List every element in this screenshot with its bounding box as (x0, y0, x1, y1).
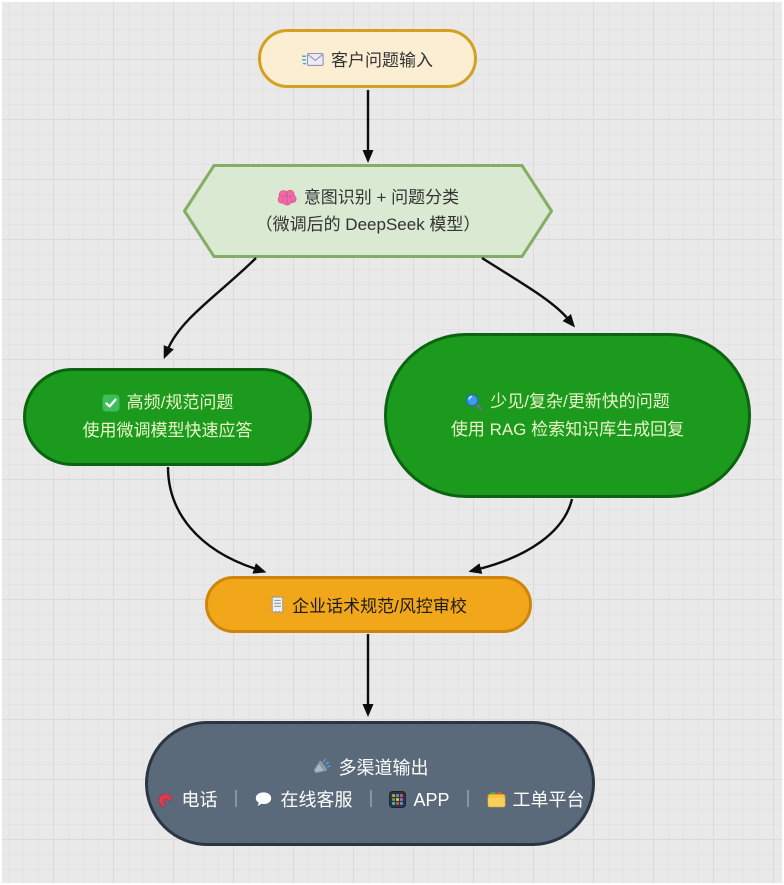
speech-bubble-icon (254, 791, 273, 808)
node-rag-line1: 少见/复杂/更新快的问题 (490, 391, 670, 411)
node-high-freq-answer[interactable]: 高频/规范问题 使用微调模型快速应答 (23, 368, 312, 466)
channel-ticket-platform-label: 工单平台 (512, 789, 585, 810)
arrow-intent-to-highfreq (163, 257, 257, 360)
channel-separator: ｜ (459, 789, 477, 809)
node-rag-line2: 使用 RAG 检索知识库生成回复 (450, 419, 685, 439)
channel-separator: ｜ (362, 789, 380, 809)
node-review[interactable]: 企业话术规范/风控审校 (205, 576, 532, 633)
channel-phone-label: 电话 (181, 789, 218, 810)
channel-phone: 电话 (155, 784, 217, 816)
node-intent-classify[interactable]: 意图识别 + 问题分类 （微调后的 DeepSeek 模型） (183, 164, 553, 258)
brain-icon (277, 189, 297, 207)
channel-online-service: 在线客服 (254, 784, 352, 816)
folder-tabs-icon (487, 791, 506, 808)
node-rag-answer[interactable]: 少见/复杂/更新快的问题 使用 RAG 检索知识库生成回复 (384, 333, 751, 498)
magnifier-icon (465, 393, 483, 411)
node-intent-line1: 意图识别 + 问题分类 (303, 188, 460, 207)
channel-online-service-label: 在线客服 (280, 789, 353, 810)
hexagon-shape (183, 164, 553, 258)
loudspeaker-icon (312, 757, 332, 778)
phone-receiver-icon (155, 790, 174, 809)
channel-app-label: APP (413, 789, 450, 810)
app-grid-icon (389, 791, 407, 808)
output-channels: 电话 ｜ 在线客服 ｜ (155, 784, 585, 816)
node-review-label: 企业话术规范/风控审校 (292, 597, 467, 616)
check-mark-icon (102, 394, 120, 412)
node-output-title: 多渠道输出 (338, 757, 429, 778)
arrow-intent-to-rag (481, 256, 576, 328)
channel-app: APP (389, 784, 450, 816)
node-high-freq-line2: 使用微调模型快速应答 (82, 421, 253, 440)
arrow-rag-to-review (468, 498, 574, 574)
incoming-envelope-icon (302, 51, 324, 67)
node-intent-line2: （微调后的 DeepSeek 模型） (255, 215, 481, 234)
channel-ticket-platform: 工单平台 (487, 784, 585, 816)
channel-separator: ｜ (227, 789, 245, 809)
node-multichannel-output[interactable]: 多渠道输出 电话 ｜ (145, 721, 595, 846)
node-high-freq-line1: 高频/规范问题 (126, 393, 234, 412)
node-customer-input[interactable]: 客户问题输入 (258, 29, 477, 88)
arrow-highfreq-to-review (166, 466, 267, 574)
receipt-icon (270, 596, 285, 614)
node-customer-input-label: 客户问题输入 (331, 51, 433, 70)
